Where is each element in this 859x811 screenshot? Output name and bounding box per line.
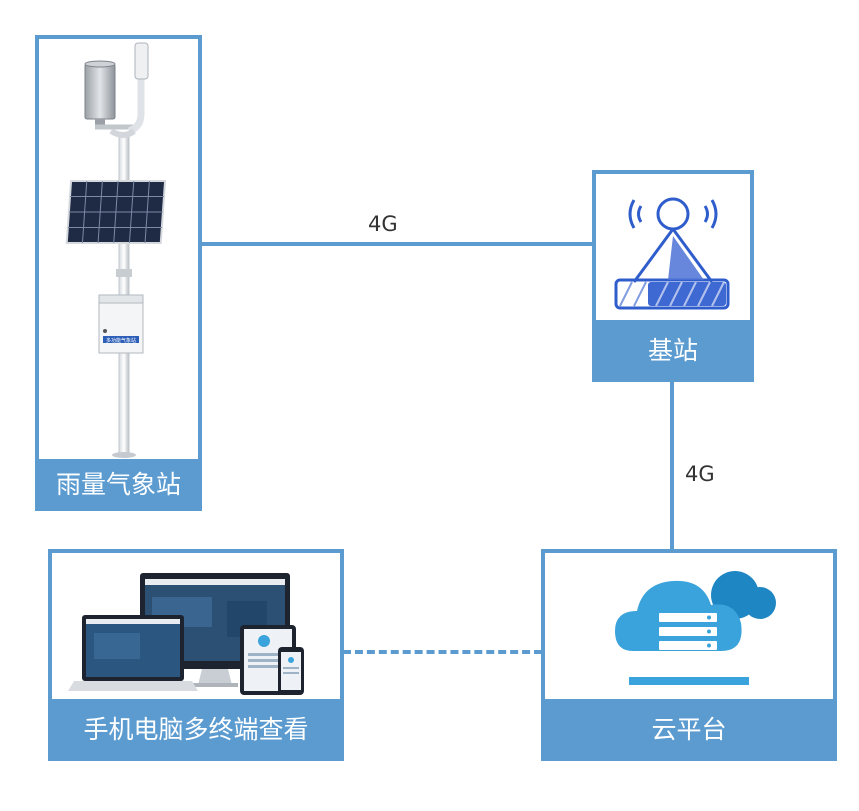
weather-station-image: 多功能气象站 (65, 42, 167, 458)
base-station-label: 基站 (596, 320, 750, 378)
control-box-sign: 多功能气象站 (106, 337, 136, 344)
weather-station-node: 多功能气象站 雨量气象站 (35, 35, 202, 511)
devices-image (68, 573, 304, 695)
link-station-to-base-label: 4G (368, 212, 398, 236)
terminals-node: 手机电脑多终端查看 (48, 549, 344, 761)
terminals-label: 手机电脑多终端查看 (52, 699, 340, 757)
cloud-platform-label: 云平台 (545, 699, 833, 757)
weather-station-label: 雨量气象站 (39, 459, 198, 507)
link-station-to-base (201, 242, 593, 246)
link-base-to-cloud-label: 4G (685, 462, 715, 486)
antenna-tower-icon (614, 197, 730, 310)
base-station-node: 基站 (592, 170, 754, 382)
link-cloud-to-terminals (343, 650, 542, 654)
link-base-to-cloud (670, 381, 674, 551)
cloud-platform-node: 云平台 (541, 549, 837, 761)
cloud-server-icon (615, 571, 776, 685)
